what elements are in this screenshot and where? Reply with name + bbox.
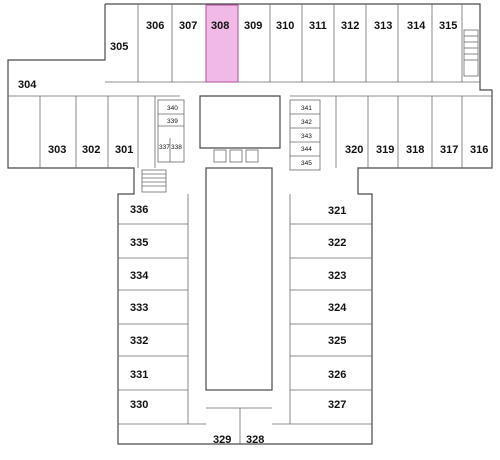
room-label-314[interactable]: 314 <box>407 20 426 32</box>
room-label-301[interactable]: 301 <box>115 144 133 156</box>
room-label-311[interactable]: 311 <box>309 20 327 32</box>
room-label-331[interactable]: 331 <box>130 369 148 381</box>
room-label-313[interactable]: 313 <box>374 20 392 32</box>
elevator-icon <box>213 149 259 163</box>
room-label-325[interactable]: 325 <box>328 335 346 347</box>
room-label-306[interactable]: 306 <box>146 20 164 32</box>
room-label-324[interactable]: 324 <box>328 302 347 314</box>
room-label-343[interactable]: 343 <box>301 133 312 140</box>
room-308-highlight[interactable] <box>205 4 239 83</box>
stairs-left-icon <box>141 169 167 193</box>
room-label-318[interactable]: 318 <box>406 144 424 156</box>
room-label-315[interactable]: 315 <box>439 20 457 32</box>
room-label-338[interactable]: 338 <box>171 144 182 151</box>
room-label-305[interactable]: 305 <box>110 41 128 53</box>
room-label-321[interactable]: 321 <box>328 205 346 217</box>
room-label-332[interactable]: 332 <box>130 335 148 347</box>
room-label-344[interactable]: 344 <box>301 146 312 153</box>
room-label-319[interactable]: 319 <box>376 144 394 156</box>
room-label-323[interactable]: 323 <box>328 270 346 282</box>
room-label-335[interactable]: 335 <box>130 237 148 249</box>
room-label-320[interactable]: 320 <box>345 144 363 156</box>
room-label-308[interactable]: 308 <box>211 20 229 32</box>
room-label-329[interactable]: 329 <box>213 434 231 446</box>
building-walls <box>7 3 493 445</box>
room-label-307[interactable]: 307 <box>179 20 197 32</box>
room-label-341[interactable]: 341 <box>301 105 312 112</box>
room-label-322[interactable]: 322 <box>328 237 346 249</box>
room-label-326[interactable]: 326 <box>328 369 346 381</box>
room-label-302[interactable]: 302 <box>82 144 100 156</box>
room-label-310[interactable]: 310 <box>276 20 294 32</box>
room-label-345[interactable]: 345 <box>301 160 312 167</box>
room-label-340[interactable]: 340 <box>167 105 178 112</box>
room-label-303[interactable]: 303 <box>48 144 66 156</box>
room-label-327[interactable]: 327 <box>328 399 346 411</box>
room-label-336[interactable]: 336 <box>130 204 148 216</box>
room-label-304[interactable]: 304 <box>18 79 37 91</box>
room-labels: 304 305 306 307 308 309 310 311 312 313 … <box>18 20 488 446</box>
room-label-312[interactable]: 312 <box>341 20 359 32</box>
room-label-330[interactable]: 330 <box>130 399 148 411</box>
room-label-316[interactable]: 316 <box>470 144 488 156</box>
room-label-337[interactable]: 337 <box>159 144 170 151</box>
room-label-309[interactable]: 309 <box>244 20 262 32</box>
room-label-328[interactable]: 328 <box>246 434 264 446</box>
room-label-339[interactable]: 339 <box>167 118 178 125</box>
room-label-334[interactable]: 334 <box>130 270 149 282</box>
room-label-317[interactable]: 317 <box>440 144 458 156</box>
room-label-333[interactable]: 333 <box>130 302 148 314</box>
stairs-right-icon <box>463 29 479 77</box>
room-label-342[interactable]: 342 <box>301 119 312 126</box>
